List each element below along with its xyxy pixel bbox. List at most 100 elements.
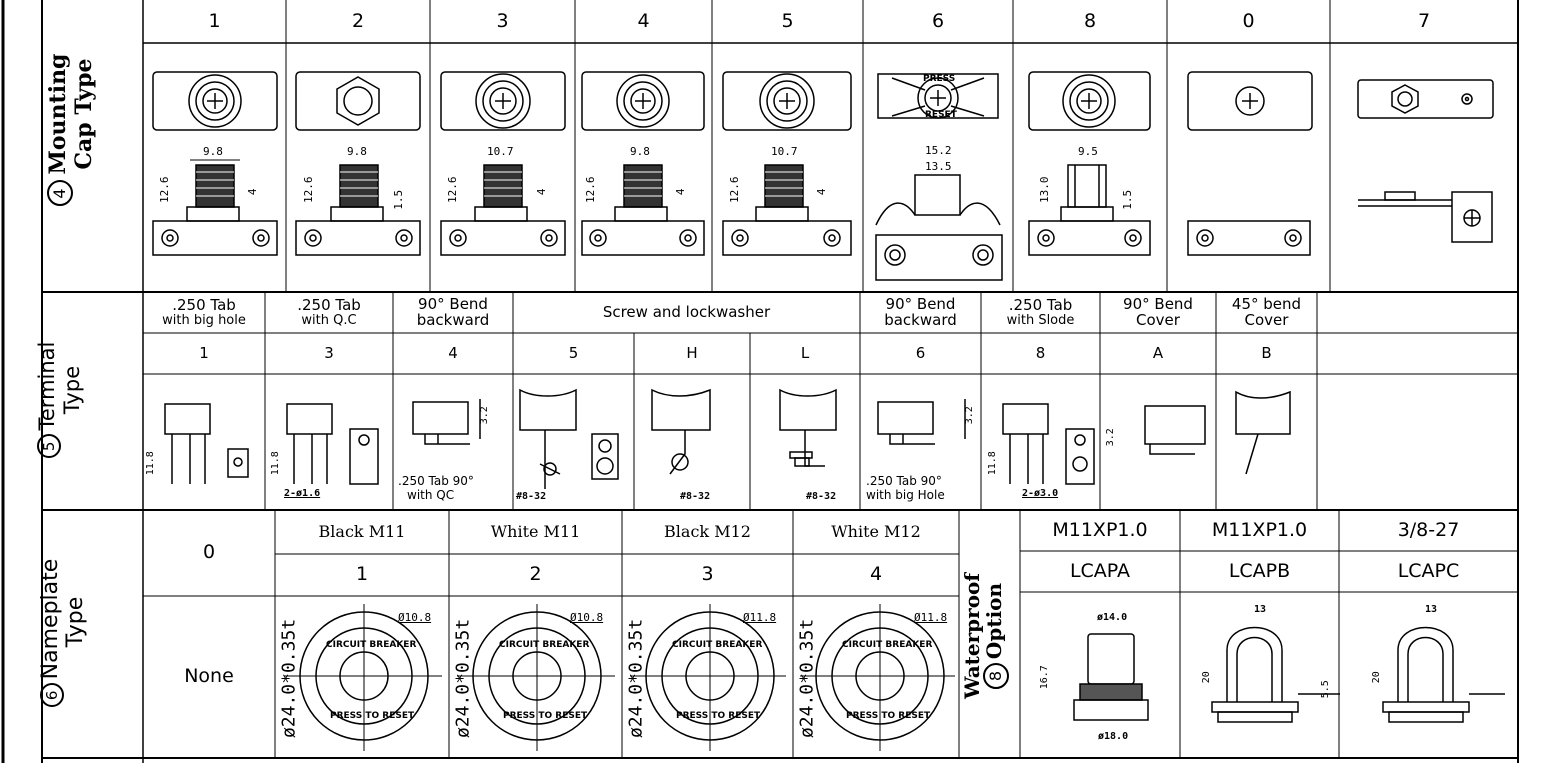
mount-code-8: 8 [1083,9,1097,32]
dim-width-8: 9.5 [1078,145,1098,158]
terminal-code-8: 8 [1035,343,1046,362]
screw-832-c: #8-32 [806,491,837,502]
terminal-drawing-4 [413,399,480,444]
lcapb-height-dim: 20 [1200,671,1212,684]
terminal-code-l: L [800,343,810,362]
dim-3-2-c: 3.2 [1104,428,1116,447]
terminal-code-1: 1 [199,343,209,362]
terminal-code-5: 5 [568,343,579,362]
terminal-drawing-b [1236,392,1290,474]
nameplate-none-label: None [184,665,234,688]
lcapc-height-dim: 20 [1370,671,1382,684]
dim-right-1: 4 [246,188,260,196]
lcapa-drawing [1074,634,1148,720]
ring-text-top-2: CIRCUIT BREAKER [499,640,590,650]
dim-height-4: 12.6 [584,176,598,204]
cap-drawing-2 [296,72,420,255]
dim-height-5: 12.6 [728,176,742,204]
dim-right-4: 4 [674,188,688,196]
ring-text-top-4: CIRCUIT BREAKER [842,640,933,650]
terminal-code-a: A [1152,343,1164,362]
terminal-drawings [0,374,1558,510]
tab-big-line1: .250 Tab 90° [866,474,942,488]
terminal-drawing-8 [1003,404,1094,484]
dim-right-2: 1.5 [392,189,406,210]
lcapb-drawing [1212,628,1340,723]
dim-height-8: 13.0 [1038,176,1052,204]
lcapa-top-dim: ø14.0 [1097,612,1128,623]
press-label: PRESS [923,74,956,84]
dim-11-8-c: 11.8 [986,451,998,476]
ring-text-top-1: CIRCUIT BREAKER [326,640,417,650]
mount-code-4: 4 [637,9,650,32]
waterproof-code-c: LCAPC [1397,559,1460,582]
terminal-code-3: 3 [324,343,334,362]
waterproof-drawings [0,592,1558,758]
terminal-code-h: H [686,343,698,362]
waterproof-code-b: LCAPB [1228,559,1291,582]
ring-text-bottom-2: PRESS TO RESET [503,711,588,721]
cap-drawing-5 [723,72,851,255]
dim-height-1: 12.6 [158,176,172,204]
nameplate-ring-1 [284,604,442,751]
mount-code-3: 3 [496,9,509,32]
dim-11-8-b: 11.8 [269,451,281,476]
lcapc-drawing [1383,628,1505,723]
dim-width-2: 9.8 [347,145,367,158]
nameplate-name-2: White M11 [490,521,581,541]
dim-right-5: 4 [815,188,829,196]
dim-3-2-b: 3.2 [963,406,975,425]
cap-drawing-0 [1188,72,1312,255]
lcapc-top-dim: 13 [1425,604,1438,615]
cap-drawing-8 [1029,72,1150,255]
terminal-drawing-l [780,390,836,466]
nameplate-code-2: 2 [529,563,542,586]
dim-width-5: 10.7 [771,145,798,158]
lcapb-right-dim: 5.5 [1319,680,1331,699]
small-dia-1: Ø10.8 [398,611,432,624]
terminal-drawing-5 [520,390,618,489]
nameplate-drawings [0,596,1558,758]
waterproof-thread-c: 3/8-27 [1397,518,1460,541]
terminal-drawing-a [1145,406,1205,454]
dim-width-4: 9.8 [630,145,650,158]
ring-text-bottom-3: PRESS TO RESET [676,711,761,721]
terminal-drawing-3 [287,404,378,484]
small-dia-2: Ø10.8 [570,611,604,624]
tab-qc-line2: with QC [407,488,455,502]
mount-code-0: 0 [1242,9,1255,32]
dim-width-1: 9.8 [203,145,223,158]
terminal-code-4: 4 [448,343,458,362]
nameplate-code-3: 3 [701,563,714,586]
cap-drawing-4 [582,72,704,255]
terminal-drawing-6 [878,399,965,444]
cap-drawing-7 [1358,80,1493,242]
tab-big-line2: with big Hole [866,488,945,502]
terminal-drawing-1 [165,404,248,484]
dim-width2-6: 13.5 [925,160,952,173]
nameplate-ring-3 [630,604,786,751]
terminal-desc-screw: Screw and lockwasher [602,302,771,321]
dim-11-8-a: 11.8 [144,451,156,476]
ring-text-bottom-1: PRESS TO RESET [330,711,415,721]
nameplate-name-1: Black M11 [318,521,406,541]
tab-qc-line1: .250 Tab 90° [398,474,474,488]
screw-832-a: #8-32 [516,491,547,502]
hole-1-6-note: 2-ø1.6 [284,488,321,499]
dim-width-6: 15.2 [925,144,952,157]
mount-code-2: 2 [351,9,365,32]
nameplate-name-4: White M12 [831,521,921,541]
cap-drawing-1 [153,72,277,255]
nameplate-code-4: 4 [869,563,883,586]
terminal-drawing-h [652,390,710,474]
nameplate-code-0: 0 [202,541,216,564]
nameplate-ring-4 [800,604,955,751]
waterproof-thread-a: M11XP1.0 [1052,518,1148,541]
